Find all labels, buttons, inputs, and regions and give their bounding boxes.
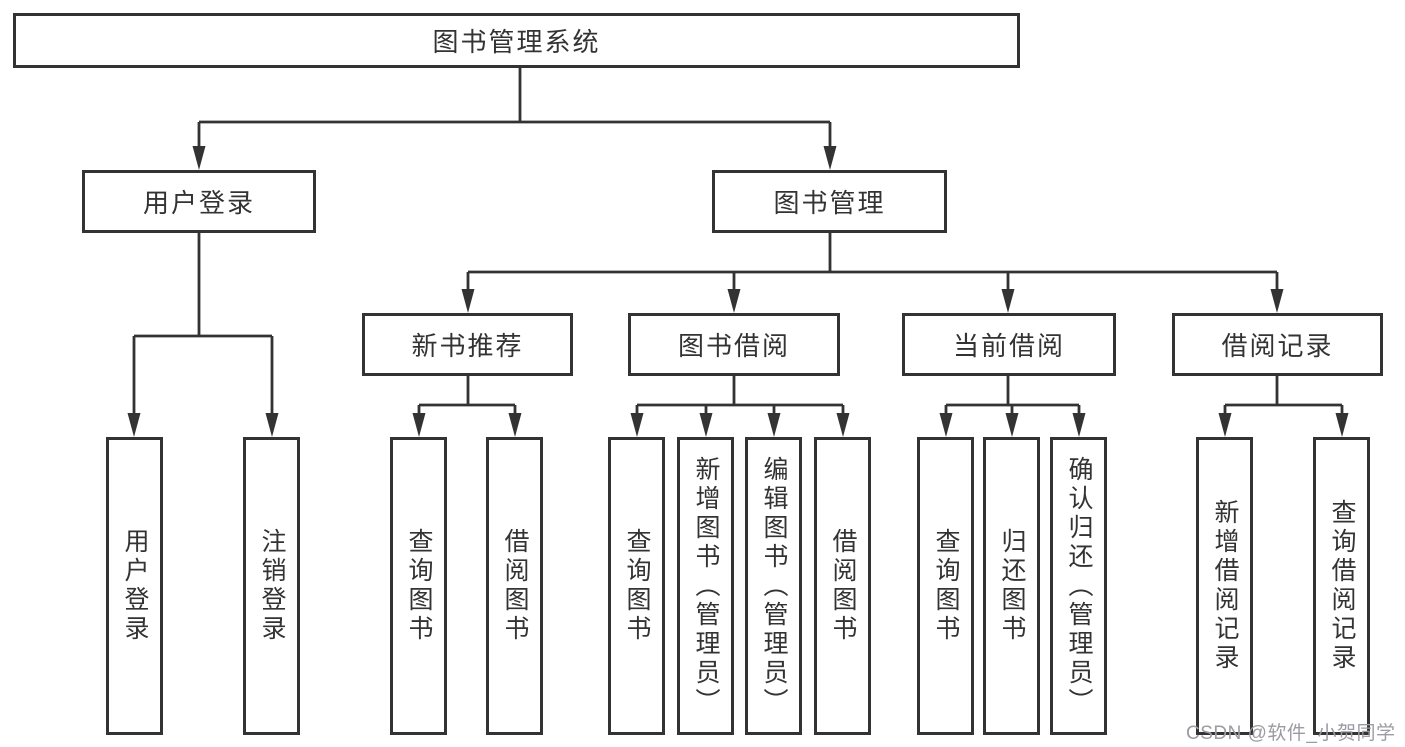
leaf-query-book-borrow: 查询图书 (608, 437, 665, 735)
node-current-borrowing: 当前借阅 (902, 313, 1116, 376)
node-user-login: 用户登录 (82, 170, 316, 233)
leaf-logout: 注销登录 (243, 437, 300, 735)
node-label: 图书管理系统 (432, 27, 601, 57)
node-label: 图书借阅 (677, 331, 790, 361)
leaf-query-borrow-record: 查询借阅记录 (1313, 437, 1370, 735)
leaf-borrow-book-rec: 借阅图书 (486, 437, 543, 735)
node-label: 新书推荐 (411, 331, 524, 361)
csdn-watermark: CSDN @软件_小贺同学 (1186, 723, 1396, 744)
node-library-management-system: 图书管理系统 (13, 13, 1020, 68)
node-label: 借阅记录 (1221, 331, 1334, 361)
node-label: 当前借阅 (952, 331, 1065, 361)
leaf-user-login: 用户登录 (106, 437, 163, 735)
leaf-add-borrow-record: 新增借阅记录 (1196, 437, 1253, 735)
leaf-query-book-current: 查询图书 (917, 437, 974, 735)
node-book-borrowing: 图书借阅 (628, 313, 840, 376)
node-new-book-recommend: 新书推荐 (362, 313, 573, 376)
leaf-confirm-return-admin: 确认归还（管理员） (1050, 437, 1107, 735)
node-borrow-records: 借阅记录 (1172, 313, 1383, 376)
leaf-borrow-book: 借阅图书 (814, 437, 871, 735)
node-label: 用户登录 (142, 188, 255, 218)
leaf-return-book: 归还图书 (983, 437, 1040, 735)
leaf-edit-book-admin: 编辑图书（管理员） (745, 437, 802, 735)
leaf-add-book-admin: 新增图书（管理员） (677, 437, 734, 735)
node-label: 图书管理 (773, 188, 886, 218)
leaf-query-book-rec: 查询图书 (390, 437, 447, 735)
node-book-management: 图书管理 (712, 170, 947, 233)
